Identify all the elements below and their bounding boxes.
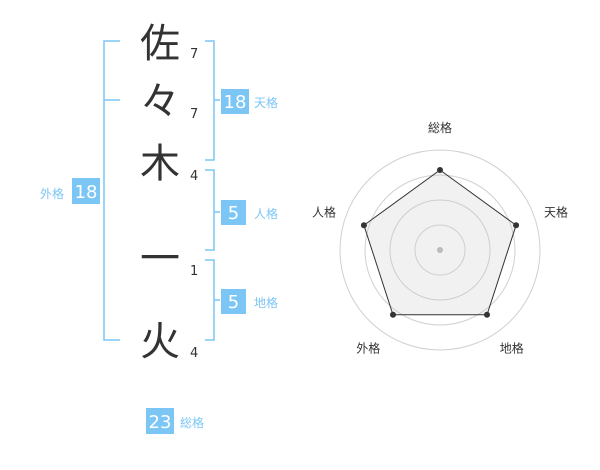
name-char-3: 木 [140,141,180,187]
gaikaku-bracket [103,40,120,341]
stroke-count-1: 7 [190,47,198,62]
radar-point-4 [389,311,396,318]
jinkaku-bracket [205,169,220,251]
tenkaku-label: 天格 [254,95,278,110]
radar-point-2 [513,222,520,229]
radar-grid-circle [339,149,541,351]
tenkaku-value: 18 [224,92,247,113]
name-char-4: 一 [140,236,180,282]
radar-axis-label-3: 地格 [500,341,524,356]
chikaku-value: 5 [228,292,239,313]
soukaku-value: 23 [149,412,172,433]
radar-axis-label-2: 天格 [544,204,568,219]
stroke-count-5: 4 [190,346,198,361]
soukaku-label: 総格 [180,415,204,430]
tenkaku-badge: 18 天格 [221,89,278,114]
radar-axis-label-1: 総格 [428,120,452,135]
radar-grid-circle [364,174,516,326]
jinkaku-badge: 5 人格 [221,200,278,225]
name-char-1: 佐 [140,21,180,67]
stroke-count-4: 1 [190,264,198,279]
stroke-count-3: 4 [190,169,198,184]
radar-point-3 [484,311,491,318]
gaikaku-label: 外格 [40,186,64,201]
gaikaku-value: 18 [75,182,98,203]
jinkaku-value: 5 [228,203,239,224]
radar-point-1 [437,167,443,173]
radar-grid-circle [389,199,491,301]
name-char-5: 火 [140,319,180,365]
name-char-2: 々 [140,79,180,125]
radar-axis-label-4: 外格 [356,341,380,356]
chikaku-label: 地格 [254,295,278,310]
radar-axis-label-5: 人格 [312,204,336,219]
radar-grid-circle [414,224,466,276]
tenkaku-bracket [205,40,220,161]
chikaku-badge: 5 地格 [221,289,278,314]
stroke-count-2: 7 [190,107,198,122]
gaikaku-badge: 外格 18 [40,178,100,204]
chikaku-bracket [205,259,220,341]
radar-series-polygon [363,169,517,316]
radar-center-dot [437,247,443,253]
radar-point-5 [360,222,367,229]
soukaku-badge: 23 総格 [146,408,204,434]
jinkaku-label: 人格 [254,206,278,221]
